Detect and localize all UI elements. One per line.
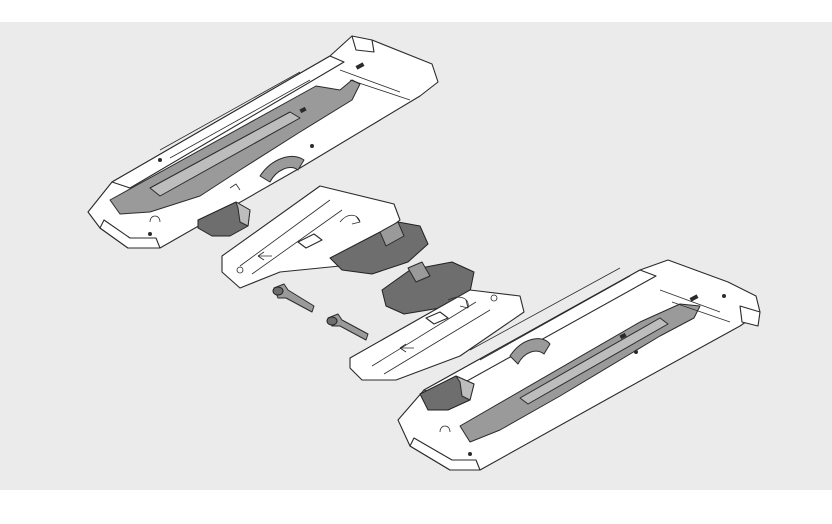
upper-runner-left: [87, 35, 439, 249]
drawer-runner-drawing: [87, 35, 761, 471]
exploded-view-illustration: [0, 22, 832, 490]
left-locking-device-plate: [221, 185, 429, 289]
bottom-blank-strip: [0, 490, 832, 524]
right-locking-device-plate: [349, 261, 525, 381]
lower-runner-right: [397, 259, 761, 471]
adjustment-pins: [272, 283, 369, 341]
